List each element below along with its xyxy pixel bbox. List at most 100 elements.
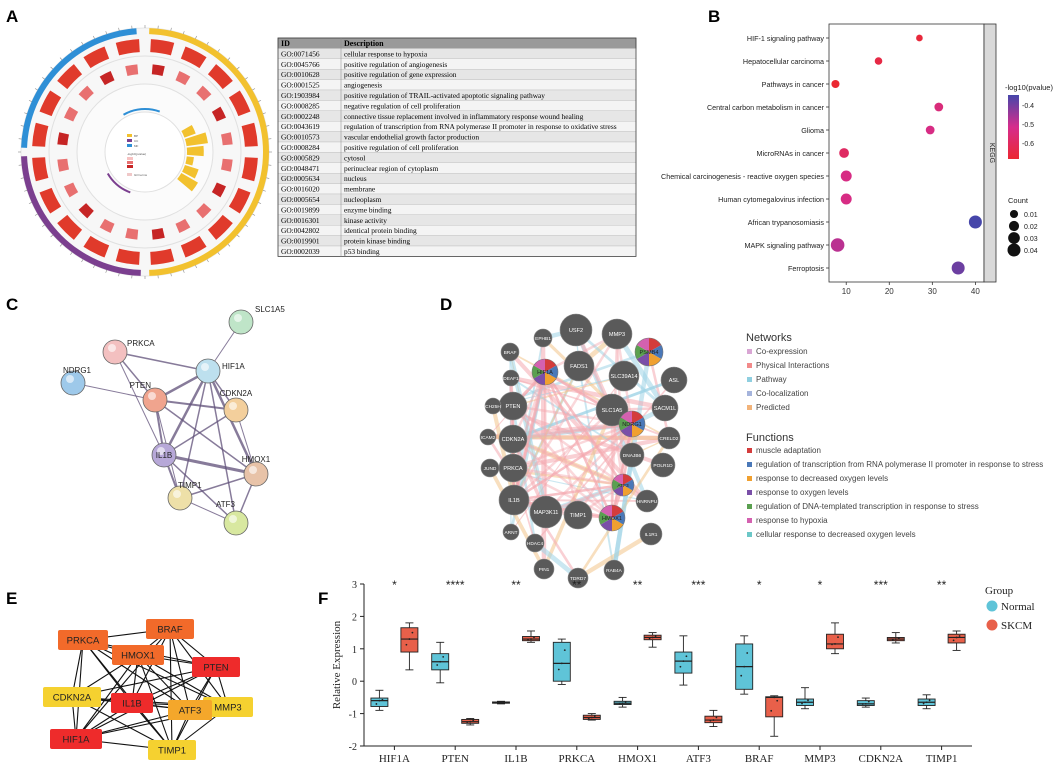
string-node-highlight	[229, 402, 237, 410]
table-cell-description: enzyme binding	[344, 205, 392, 214]
genemania-node-label: CDKN2A	[502, 437, 525, 443]
circos-tick	[105, 269, 107, 273]
kegg-dot	[968, 215, 982, 229]
box-point	[861, 703, 864, 705]
circos-inner-bar	[185, 156, 194, 166]
table-cell-id: GO:0019899	[281, 205, 320, 214]
string-node-label: CDKN2A	[220, 389, 253, 398]
genemania-node-slice	[619, 417, 632, 431]
circos-ticks	[18, 25, 272, 279]
table-row	[277, 204, 637, 215]
circos-pvalue-block	[99, 218, 115, 234]
box-point	[952, 639, 955, 642]
legend-swatch-bp	[127, 134, 132, 137]
circos-heat-block	[150, 248, 175, 265]
circos-tick	[195, 35, 197, 39]
circos-pvalue-block	[175, 218, 191, 234]
genemania-node	[502, 369, 520, 387]
box-point	[442, 656, 445, 658]
kegg-x-tick-label: 20	[885, 287, 894, 296]
circos-segment-cc	[21, 156, 141, 276]
kegg-size-legend-label: 0.04	[1024, 248, 1038, 255]
string-edge	[114, 351, 165, 456]
box-point	[503, 701, 505, 704]
circos-inner-bar	[123, 108, 161, 116]
genemania-node	[533, 558, 555, 580]
box-point	[527, 638, 529, 641]
hub-node	[111, 693, 153, 713]
genemania-node-label: TDRD7	[570, 576, 586, 582]
box-point	[472, 719, 475, 722]
circos-tick	[245, 77, 248, 80]
box-x-tick-label: PRKCA	[558, 753, 595, 765]
box-point	[587, 717, 590, 720]
box-point	[831, 643, 833, 646]
functions-swatch	[747, 504, 752, 509]
hub-node-label: PTEN	[203, 663, 228, 674]
legend-swatch-pvalue	[127, 157, 133, 160]
box-x-tick-label: ATF3	[686, 753, 712, 765]
table-row	[277, 245, 637, 257]
circos-inner-bar	[186, 145, 204, 157]
box-point	[897, 637, 900, 640]
genemania-node	[567, 567, 589, 589]
genemania-node-label: PSMB4	[640, 350, 659, 356]
hub-node	[112, 645, 164, 665]
circos-heat-block	[228, 90, 251, 117]
genemania-node	[531, 358, 559, 386]
box-point	[497, 701, 499, 704]
kegg-pathway-label: MAPK signaling pathway	[744, 241, 824, 250]
box-body	[826, 633, 844, 650]
box-point	[958, 635, 961, 637]
string-edge	[163, 409, 237, 456]
string-edge	[207, 370, 237, 524]
networks-swatch	[747, 405, 752, 410]
genemania-node-label: SLC39A14	[610, 374, 637, 380]
genemania-node-label: IL1R1	[645, 532, 658, 538]
table-row	[277, 79, 637, 91]
kegg-dot	[839, 148, 849, 158]
networks-title: Networks	[746, 332, 792, 344]
circos-pvalue-block	[196, 85, 212, 101]
genemania-node	[639, 522, 663, 546]
networks-label: Co-expression	[756, 347, 808, 356]
functions-swatch	[747, 462, 752, 467]
genemania-edge	[543, 371, 614, 519]
genemania-node-label: HNRNPU	[637, 499, 658, 505]
table-cell-id: GO:1903984	[281, 91, 320, 100]
kegg-color-tick-label: -0.6	[1022, 141, 1034, 148]
genemania-node-slice	[623, 479, 635, 491]
kegg-x-tick-label: 10	[842, 287, 851, 296]
circos-inner-circle	[104, 111, 186, 193]
genemania-node	[529, 495, 563, 529]
circos-pvalue-block	[63, 182, 79, 198]
string-node	[142, 387, 168, 413]
circos-segment-mf	[21, 28, 137, 148]
box-y-tick-label: -1	[349, 710, 357, 721]
kegg-size-legend-dot	[1008, 220, 1020, 232]
string-node	[102, 339, 128, 365]
circos-tick	[28, 100, 32, 102]
hub-node-label: HMOX1	[121, 651, 155, 662]
box-x-tick-label: HIF1A	[379, 753, 410, 765]
circos-tick	[245, 224, 248, 227]
circos-pvalue-block	[57, 158, 69, 172]
genemania-node-label: RAB4A	[606, 568, 623, 574]
table-cell-id: GO:0042802	[281, 226, 320, 235]
box-point	[654, 635, 657, 637]
box-significance-label: *	[757, 578, 762, 592]
circos-tick	[20, 177, 24, 179]
genemania-node	[634, 337, 664, 367]
genemania-node-slice	[611, 479, 623, 491]
string-node	[195, 358, 221, 384]
kegg-size-legend-label: 0.01	[1024, 212, 1038, 219]
circos-tick	[59, 243, 63, 247]
circos-tick	[236, 234, 240, 238]
table-cell-description: nucleus	[344, 174, 367, 183]
genemania-node	[484, 397, 502, 415]
legend-label-pvalue: -log10(pvalue)	[127, 152, 146, 156]
table-cell-id: GO:0019901	[281, 237, 320, 246]
genemania-node-label: PTEN	[506, 404, 521, 410]
genemania-node-label: DEAF1	[503, 376, 519, 382]
